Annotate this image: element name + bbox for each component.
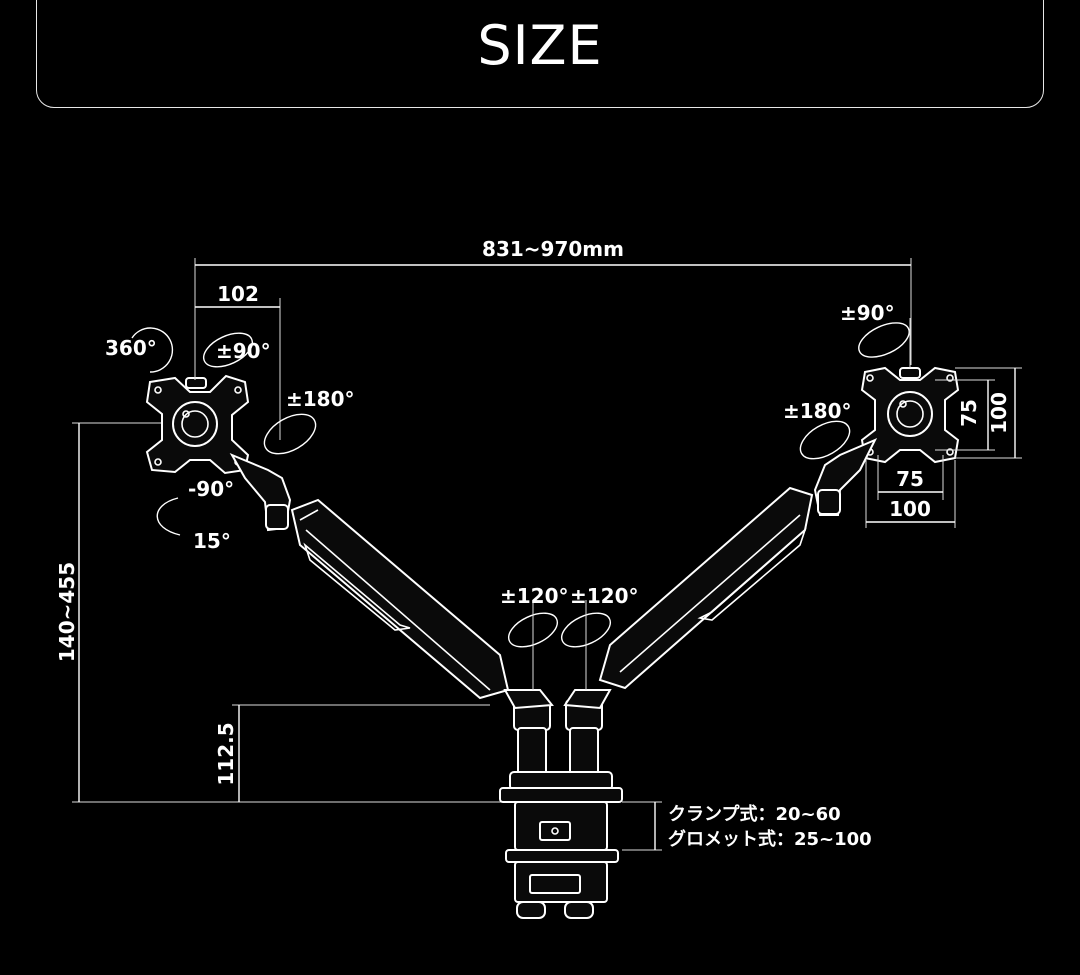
left-tilt-up-label: 15°	[193, 529, 231, 553]
vesa-inner-h-label: 75	[957, 399, 981, 427]
base-height-dimension: 112.5	[214, 704, 490, 802]
arm-offset-dimension: 102	[195, 282, 281, 440]
vesa-outer-w-label: 100	[889, 497, 931, 521]
base-height-label: 112.5	[214, 722, 238, 785]
base-right-120-label: ±120°	[570, 584, 639, 608]
rotate-360-label: 360°	[105, 336, 157, 360]
title-frame	[36, 0, 1044, 108]
left-vesa-plate	[145, 374, 250, 475]
right-arm	[598, 486, 814, 690]
left-tilt-90-label: ±90°	[216, 339, 271, 363]
page-title: SIZE	[477, 14, 603, 77]
clamp-note: クランプ式：20~60	[668, 803, 841, 825]
rotation-markers	[131, 318, 911, 690]
total-width-dimension: 831~970mm	[194, 237, 912, 380]
left-tilt-down-label: -90°	[188, 477, 234, 501]
height-range-dimension: 140~455	[55, 422, 505, 803]
right-swivel-180-label: ±180°	[783, 399, 852, 423]
vesa-outer-h-label: 100	[987, 392, 1011, 434]
height-range-label: 140~455	[55, 562, 79, 662]
vesa-inner-w-label: 75	[896, 467, 924, 491]
total-width-label: 831~970mm	[482, 237, 624, 261]
left-tilt-head	[229, 452, 292, 532]
left-swivel-180-label: ±180°	[286, 387, 355, 411]
right-tilt-90-label: ±90°	[840, 301, 895, 325]
clamp-base	[499, 689, 623, 919]
vesa-dimensions: 75 100 75 100	[865, 367, 1022, 528]
grommet-note: グロメット式：25~100	[668, 828, 872, 850]
right-tilt-head	[813, 438, 878, 516]
clamp-thickness-dimension: クランプ式：20~60 グロメット式：25~100	[622, 801, 872, 851]
right-vesa-plate	[860, 366, 960, 464]
base-left-120-label: ±120°	[500, 584, 569, 608]
left-arm	[290, 498, 510, 700]
arm-offset-label: 102	[217, 282, 259, 306]
